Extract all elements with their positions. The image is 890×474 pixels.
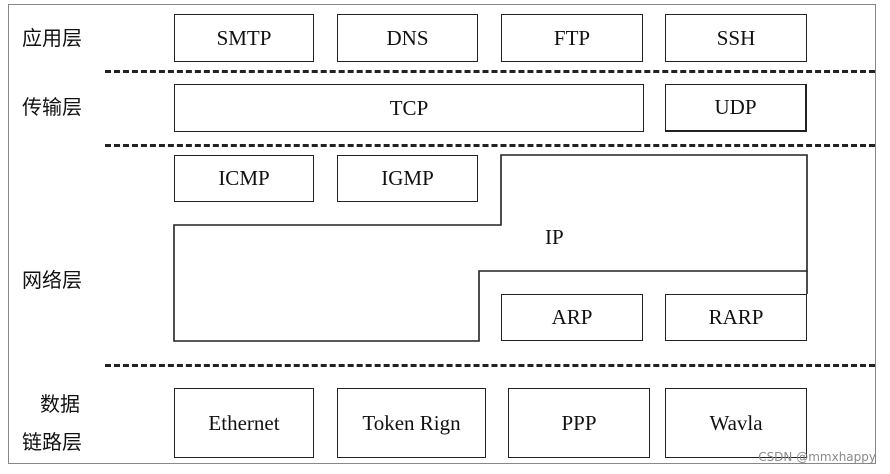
diagram-frame <box>8 4 876 464</box>
separator-app-transport <box>105 70 875 73</box>
layer-label-network: 网络层 <box>22 268 82 292</box>
protocol-box-dns: DNS <box>337 14 478 62</box>
layer-label-datalink-line2: 链路层 <box>22 430 82 454</box>
layer-label-transport: 传输层 <box>22 95 82 119</box>
protocol-box-token-ring: Token Rign <box>337 388 486 458</box>
protocol-box-igmp: IGMP <box>337 155 478 202</box>
layer-label-datalink-line1: 数据 <box>40 392 80 416</box>
protocol-box-udp: UDP <box>665 84 807 132</box>
protocol-box-rarp: RARP <box>665 294 807 341</box>
protocol-label-ip: IP <box>545 225 564 249</box>
protocol-box-arp: ARP <box>501 294 643 341</box>
protocol-box-ethernet: Ethernet <box>174 388 314 458</box>
watermark: CSDN @mmxhappy <box>758 450 876 464</box>
protocol-box-ppp: PPP <box>508 388 650 458</box>
separator-transport-network <box>105 144 875 147</box>
protocol-box-tcp: TCP <box>174 84 644 132</box>
protocol-box-ssh: SSH <box>665 14 807 62</box>
protocol-box-wavla: Wavla <box>665 388 807 458</box>
protocol-box-smtp: SMTP <box>174 14 314 62</box>
protocol-box-ftp: FTP <box>501 14 643 62</box>
separator-network-datalink <box>105 364 875 367</box>
protocol-box-icmp: ICMP <box>174 155 314 202</box>
layer-label-application: 应用层 <box>22 26 82 50</box>
